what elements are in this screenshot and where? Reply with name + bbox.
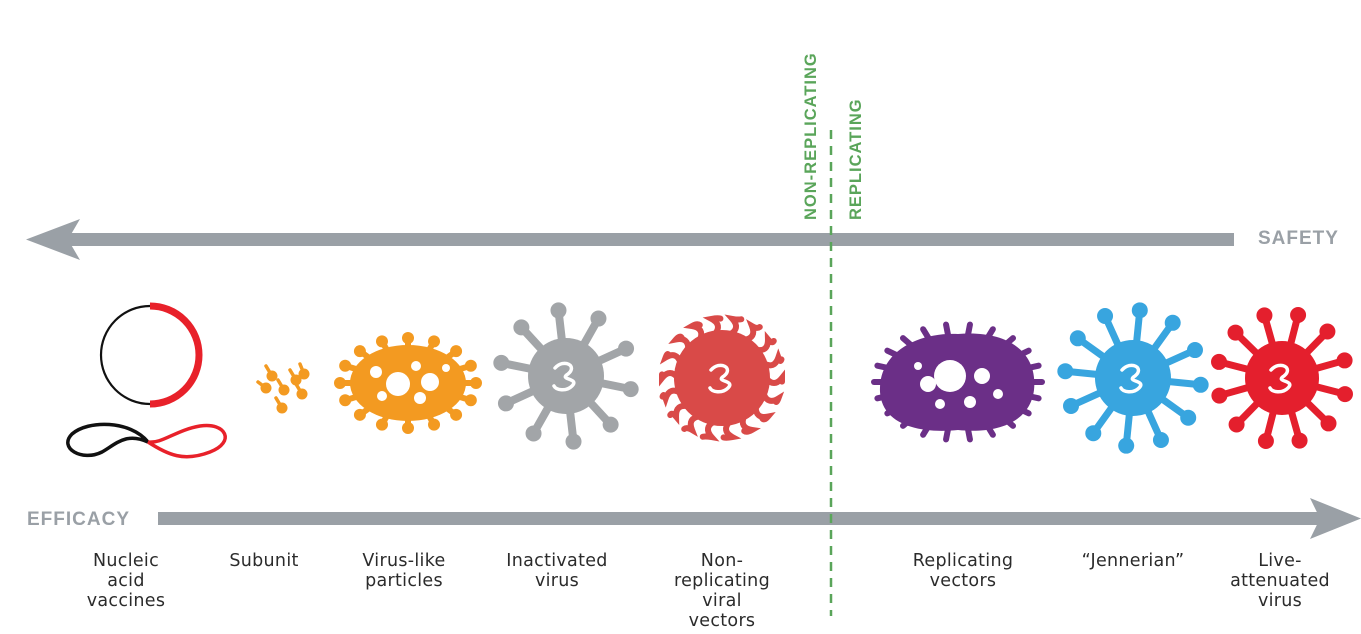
caption-live-attenuated-virus: Live- attenuated virus [1230,551,1330,611]
caption-subunit: Subunit [229,551,299,571]
protein-subunit-icon [256,362,310,414]
caption-replicating-vectors: Replicating vectors [912,551,1014,591]
replicating-vector-icon [871,321,1045,443]
non-replicating-vector-icon [659,314,785,442]
live-attenuated-virus-icon [1211,307,1353,449]
safety-arrow [26,219,1234,260]
replicating-label: REPLICATING [847,98,865,220]
efficacy-label: EFFICACY [27,509,130,530]
caption-virus-like-particles: Virus-like particles [362,551,446,591]
inactivated-virus-icon [493,302,639,450]
safety-label: SAFETY [1258,228,1339,249]
caption-non-replicating-viral-vectors: Non- replicating viral vectors [674,551,770,631]
non-replicating-label: NON-REPLICATING [802,52,820,220]
caption-nucleic-acid-vaccines: Nucleic acid vaccines [86,551,166,611]
caption-inactivated-virus: Inactivated virus [506,551,608,591]
virus-like-particle-icon [334,332,482,434]
jennerian-virus-icon [1057,302,1209,454]
caption-jennerian: “Jennerian” [1081,551,1185,571]
plasmid-and-rna-icon [66,302,227,459]
efficacy-arrow [158,498,1361,539]
